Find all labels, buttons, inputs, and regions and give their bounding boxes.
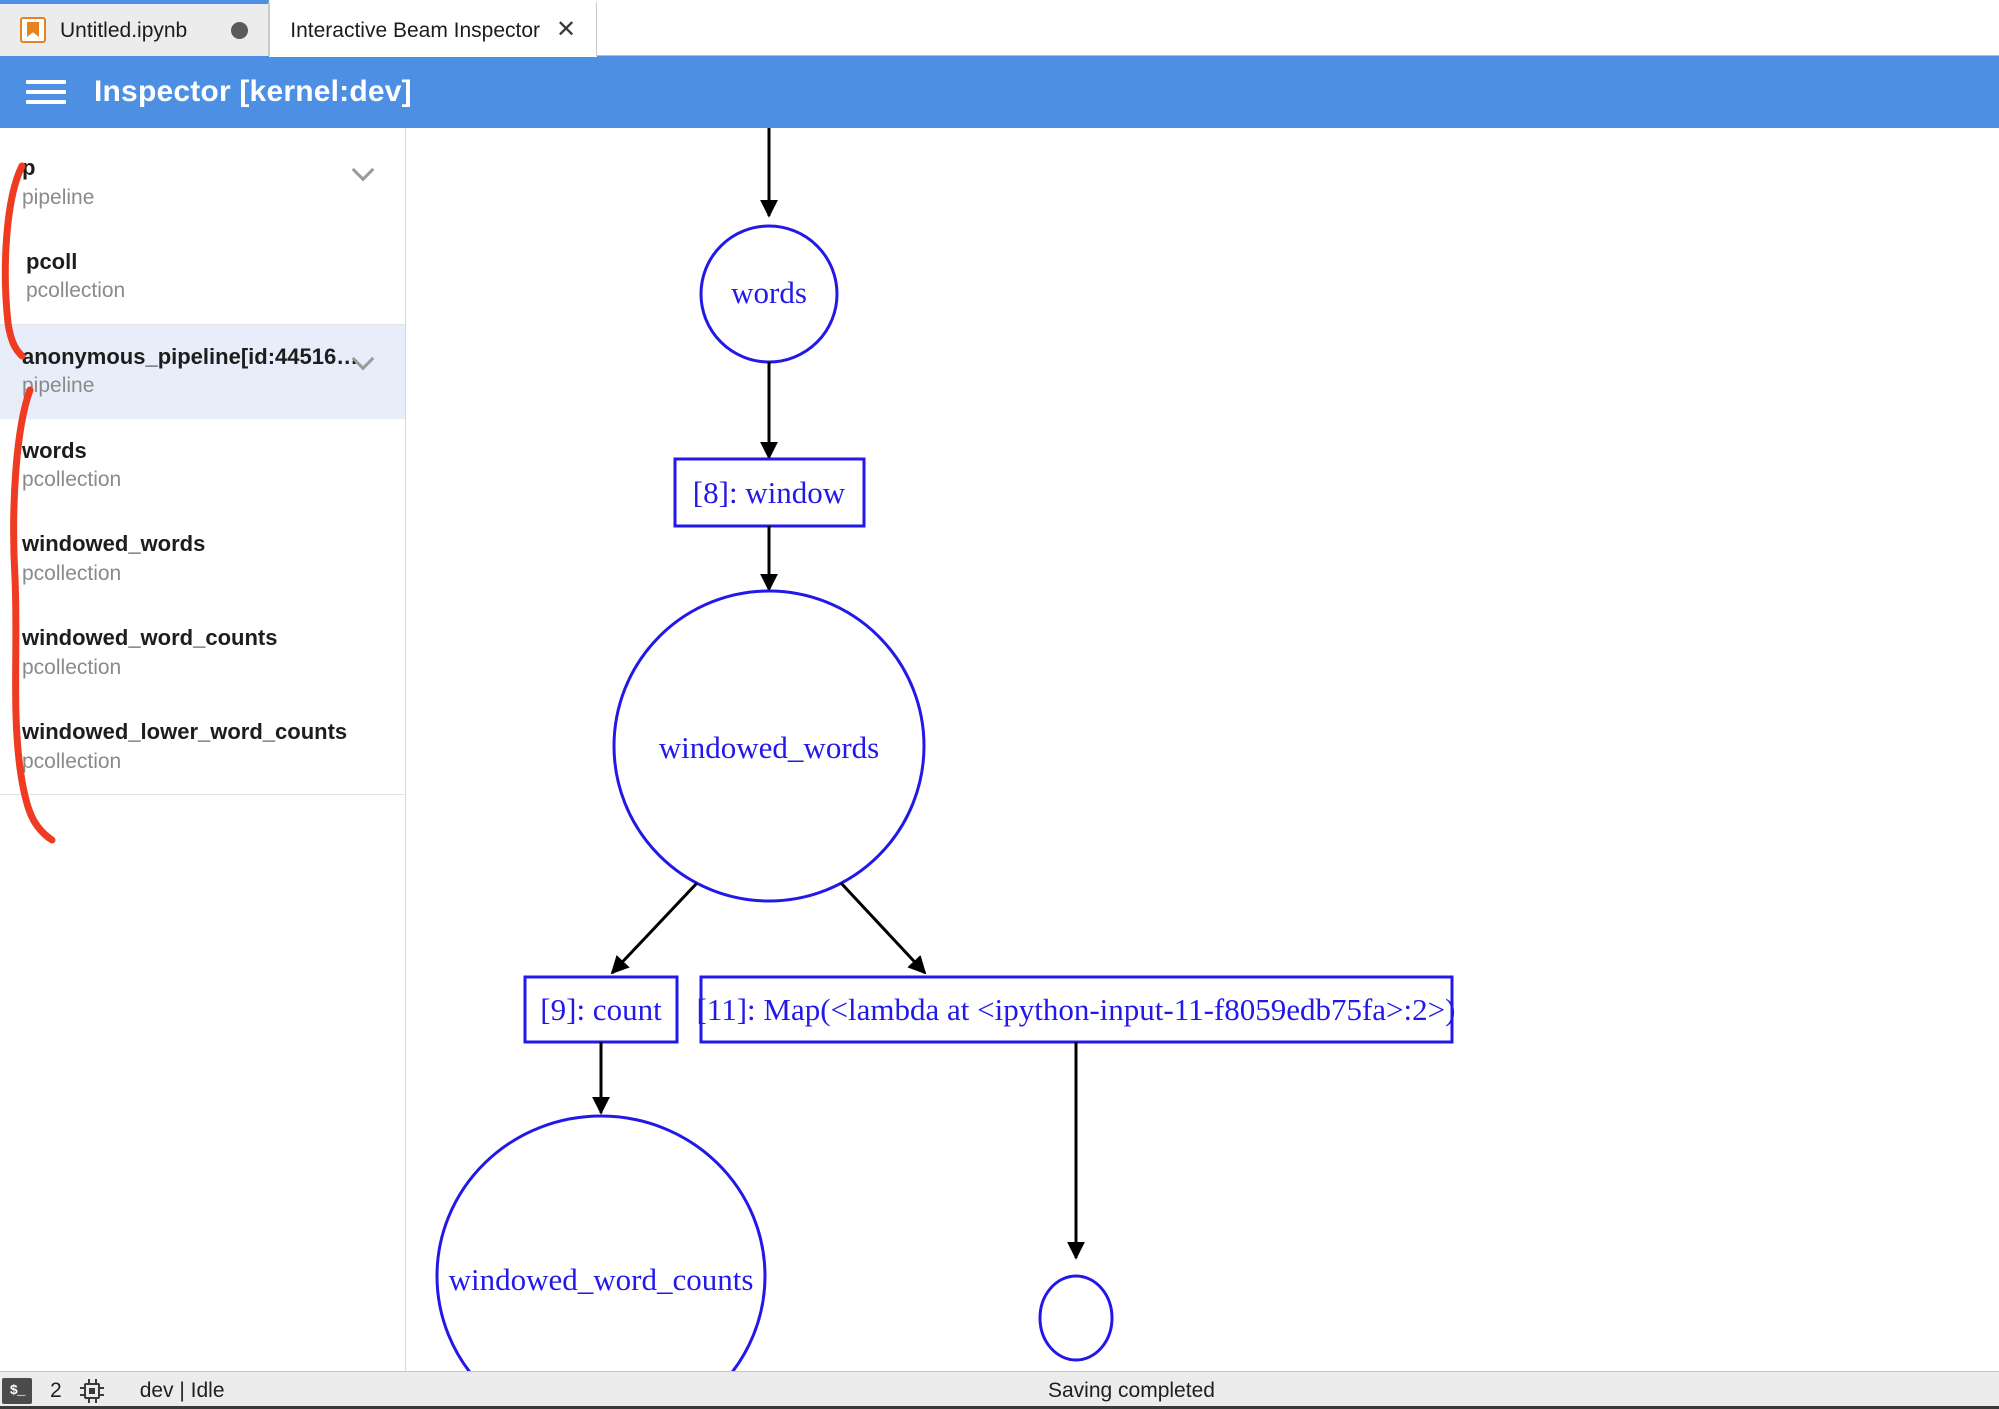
terminal-icon[interactable]: $_ [2,1377,32,1404]
sidebar-item-type: pipeline [22,374,95,398]
sidebar-item-name: windowed_word_counts [22,625,278,651]
inspector-body: p pipeline pcoll pcollection anonymous_p… [0,128,1999,1371]
inspector-sidebar: p pipeline pcoll pcollection anonymous_p… [0,128,406,1371]
tab-interactive-beam-inspector[interactable]: Interactive Beam Inspector ✕ [269,0,598,56]
graph-node-window[interactable]: [8]: window [673,457,866,528]
graph-node-map-output[interactable] [1038,1274,1114,1362]
sidebar-item-pcoll[interactable]: pcoll pcollection [0,230,405,324]
sidebar-item-type: pcollection [22,749,122,773]
status-message: Saving completed [1048,1378,1215,1402]
node-label: [11]: Map(<lambda at <ipython-input-11-f… [697,992,1456,1027]
sidebar-item-type: pcollection [26,279,126,303]
status-bar-underline [0,1406,1999,1409]
node-shape-ellipse [435,1114,767,1371]
sidebar-item-p[interactable]: p pipeline [0,128,405,230]
tab-bar: Untitled.ipynb Interactive Beam Inspecto… [0,0,1999,56]
sidebar-item-name: pcoll [26,248,78,274]
node-label: windowed_words [659,730,879,765]
sidebar-item-words[interactable]: words pcollection [0,419,405,513]
graph-node-count[interactable]: [9]: count [523,975,679,1044]
cpu-chip-icon[interactable] [79,1378,104,1403]
node-shape-box [523,975,679,1044]
sidebar-item-anonymous-pipeline[interactable]: anonymous_pipeline[id:44516… pipeline [0,324,405,419]
graph-node-map[interactable]: [11]: Map(<lambda at <ipython-input-11-f… [697,975,1456,1044]
sidebar-item-type: pcollection [22,561,122,585]
sidebar-item-name: anonymous_pipeline[id:44516… [22,343,359,369]
tab-label: Interactive Beam Inspector [290,18,541,42]
node-label: [9]: count [540,992,662,1027]
inspector-header: Inspector [kernel:dev] [0,56,1999,128]
edge-windowed-words-to-count [610,881,699,975]
tab-label: Untitled.ipynb [60,18,188,42]
kernel-status[interactable]: dev | Idle [139,1378,225,1402]
sidebar-item-type: pcollection [22,468,122,492]
node-label: words [731,275,807,310]
node-shape-ellipse [612,589,926,903]
sidebar-group-p: p pipeline pcoll pcollection [0,128,405,325]
sidebar-item-type: pcollection [22,655,122,679]
pipeline-graph-svg: words [8]: window windowed_words [435,128,1456,1371]
pipeline-graph-canvas[interactable]: words [8]: window windowed_words [407,128,1999,1371]
sidebar-item-name: p [22,155,36,180]
notebook-icon [20,17,46,43]
unsaved-dot-icon[interactable] [231,21,249,39]
sidebar-item-name: windowed_words [22,531,206,557]
sidebar-item-name: words [22,437,87,463]
graph-node-windowed-words[interactable]: windowed_words [612,589,926,903]
node-shape-ellipse [1038,1274,1114,1362]
sidebar-item-type: pipeline [22,185,95,209]
sidebar-item-windowed-word-counts[interactable]: windowed_word_counts pcollection [0,606,405,700]
sidebar-item-windowed-lower-word-counts[interactable]: windowed_lower_word_counts pcollection [0,700,405,794]
edge-windowed-words-to-map [839,881,927,975]
graph-node-windowed-word-counts[interactable]: windowed_word_counts [435,1114,767,1371]
tab-untitled-ipynb[interactable]: Untitled.ipynb [0,0,270,56]
tab-bar-filler [597,0,1999,55]
hamburger-menu-icon[interactable] [26,77,66,107]
sidebar-item-name: windowed_lower_word_counts [22,719,348,745]
node-shape-box [699,975,1454,1044]
page-title: Inspector [kernel:dev] [94,75,412,108]
node-label: [8]: window [693,475,846,510]
status-bar: $_ 2 dev | Idle Saving completed [0,1371,1999,1409]
graph-node-words[interactable]: words [699,224,839,364]
node-label: windowed_word_counts [449,1262,754,1297]
terminal-count: 2 [50,1378,62,1402]
sidebar-item-windowed-words[interactable]: windowed_words pcollection [0,512,405,606]
close-icon[interactable]: ✕ [556,16,577,43]
sidebar-group-anonymous-pipeline: anonymous_pipeline[id:44516… pipeline wo… [0,324,405,795]
